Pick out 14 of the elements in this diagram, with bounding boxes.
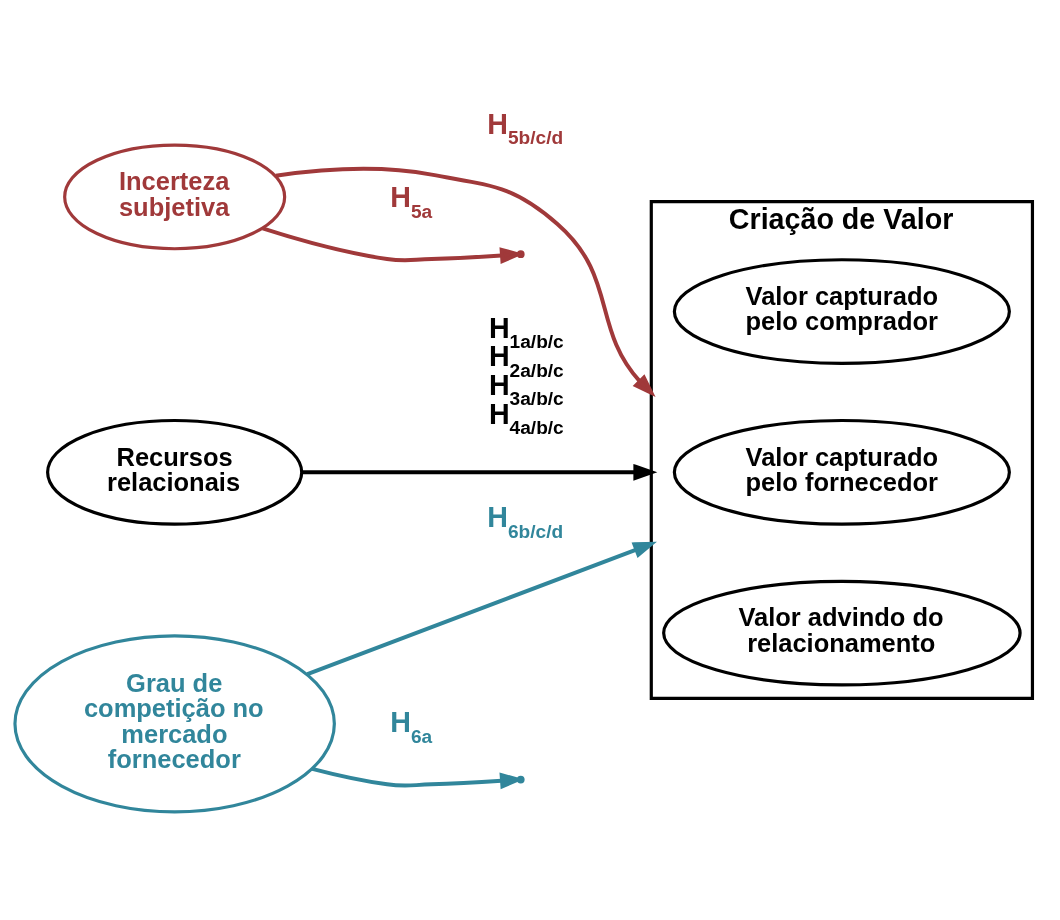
node-ellipse: Valor capturado pelo comprador: [672, 257, 1011, 365]
node-ellipse: Incerteza subjetiva: [63, 143, 287, 250]
node-ellipse: Recursos relacionais: [46, 418, 304, 526]
node-ellipse: Grau de competição no mercado fornecedor: [13, 633, 336, 813]
edge-label: H$_{5a}$: [390, 180, 433, 222]
edge-label: H$_{6b/c/d}$: [487, 500, 564, 542]
node-ellipse: Valor advindo do relacionamento: [662, 579, 1022, 686]
arrow: [301, 463, 658, 481]
edge-label: H$_{6a}$: [390, 705, 433, 747]
arrow: [275, 166, 656, 397]
arrow: [306, 541, 657, 676]
edge-label: H$_{1a/b/c}$ H$_{2a/b/c}$ H$_{3a/b/c}$ H$_{4a/b/c}$: [488, 311, 564, 438]
node-ellipse: Valor capturado pelo fornecedor: [672, 418, 1011, 526]
edge-label: H$_{5b/c/d}$: [487, 107, 564, 148]
